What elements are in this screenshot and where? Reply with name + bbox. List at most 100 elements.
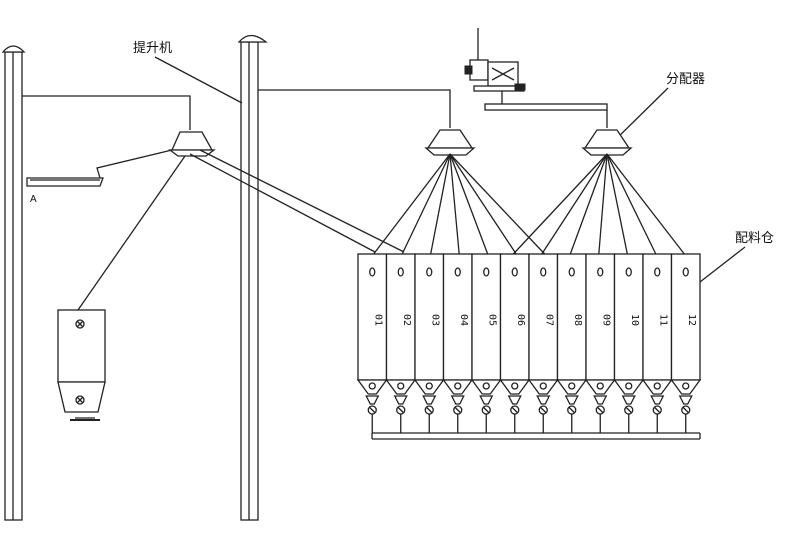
bin-feeder-mark (482, 406, 490, 414)
bin-feeder-mark (425, 406, 433, 414)
bin-01: 01 (356, 253, 388, 433)
bin-11: 11 (641, 253, 673, 433)
batching-bins-leader-line (699, 246, 746, 283)
spout-line (541, 153, 608, 255)
bin-inlet (454, 267, 461, 277)
bin-inlet (511, 267, 518, 277)
distribution-spouts (373, 153, 685, 255)
bin-feeder (564, 395, 579, 405)
chute-to-a (26, 149, 173, 187)
bin-number: 04 (458, 314, 469, 326)
bin-feeder-mark (568, 406, 576, 414)
bin-outlet-valve (482, 382, 490, 390)
bin-number: 12 (686, 314, 697, 326)
bin-outlet-valve (454, 382, 462, 390)
bin-feeder-mark (653, 406, 661, 414)
point-a-label: A (30, 194, 37, 205)
spout-line (449, 153, 546, 255)
bin-inlet (625, 267, 632, 277)
bin-outlet-valve (596, 382, 604, 390)
bin-outlet-valve (539, 382, 547, 390)
left-elevator-conveyor (22, 95, 191, 130)
drive-motor-unit (464, 28, 608, 111)
bin-outlet-valve (653, 382, 661, 390)
bin-number: 10 (629, 314, 640, 326)
bin-feeder (479, 395, 494, 405)
bin-05: 05 (470, 253, 502, 433)
bin-inlet (597, 267, 604, 277)
bin-number: 01 (372, 314, 383, 326)
bin-feeder (621, 395, 636, 405)
bin-feeder-mark (682, 406, 690, 414)
spout-line (569, 153, 608, 255)
bin-feeder-mark (454, 406, 462, 414)
bin-feeder (365, 395, 380, 405)
bin-feeder (678, 395, 693, 405)
bin-feeder (393, 395, 408, 405)
bin-03: 03 (413, 253, 445, 433)
spout-line (449, 153, 460, 255)
bin-number: 11 (657, 314, 668, 326)
bin-outlet-valve (368, 382, 376, 390)
spout-line (598, 153, 608, 255)
bin-outlet-valve (568, 382, 576, 390)
bin-number: 05 (486, 314, 497, 326)
bin-12: 12 (670, 253, 702, 433)
bin-number: 08 (572, 314, 583, 326)
bin-outlet-valve (397, 382, 405, 390)
bin-inlet (568, 267, 575, 277)
bin-08: 08 (556, 253, 588, 433)
spout-to-hopper (77, 155, 186, 311)
spout-line (512, 153, 608, 255)
left-elevator-column (1, 45, 26, 521)
bin-04: 04 (442, 253, 474, 433)
bin-10: 10 (613, 253, 645, 433)
left-distributor (168, 131, 216, 157)
bin-feeder-mark (397, 406, 405, 414)
collection-conveyor (371, 432, 701, 440)
bin-outlet-valve (425, 382, 433, 390)
distributor-label: 分配器 (666, 72, 705, 87)
spout-line (606, 153, 657, 255)
bin-feeder-mark (596, 406, 604, 414)
middle-elevator-column (237, 34, 268, 521)
transfer-pipe (189, 149, 405, 253)
bin-number: 06 (515, 314, 526, 326)
left-hopper (57, 309, 106, 421)
spout-line (449, 153, 517, 255)
spout-line (430, 153, 451, 255)
spout-line (449, 153, 489, 255)
bin-inlet (654, 267, 661, 277)
spout-line (373, 153, 451, 255)
bin-feeder-mark (539, 406, 547, 414)
bin-07: 07 (527, 253, 559, 433)
spout-line (606, 153, 685, 255)
bin-02: 02 (385, 253, 417, 433)
right-distributor (581, 129, 633, 156)
bin-feeder (507, 395, 522, 405)
bin-feeder-mark (511, 406, 519, 414)
bin-outlet-valve (682, 382, 690, 390)
elevator-label: 提升机 (133, 40, 172, 56)
bin-inlet (483, 267, 490, 277)
bin-06: 06 (499, 253, 531, 433)
bin-feeder-mark (625, 406, 633, 414)
elevator-leader-line (154, 56, 243, 104)
bin-number: 03 (429, 314, 440, 326)
spout-line (401, 153, 451, 255)
bin-number: 07 (543, 314, 554, 326)
bin-number: 09 (600, 314, 611, 326)
spout-line (606, 153, 628, 255)
middle-elevator-conveyor (258, 89, 451, 128)
bin-feeder (650, 395, 665, 405)
bin-outlet-valve (511, 382, 519, 390)
bin-inlet (426, 267, 433, 277)
bin-inlet (397, 267, 404, 277)
batching-bins: 01 02 03 04 05 06 07 08 09 10 11 12 (356, 253, 702, 433)
bin-number: 02 (401, 314, 412, 326)
bin-outlet-valve (625, 382, 633, 390)
bin-feeder (422, 395, 437, 405)
bin-feeder-mark (368, 406, 376, 414)
middle-distributor (424, 129, 476, 156)
